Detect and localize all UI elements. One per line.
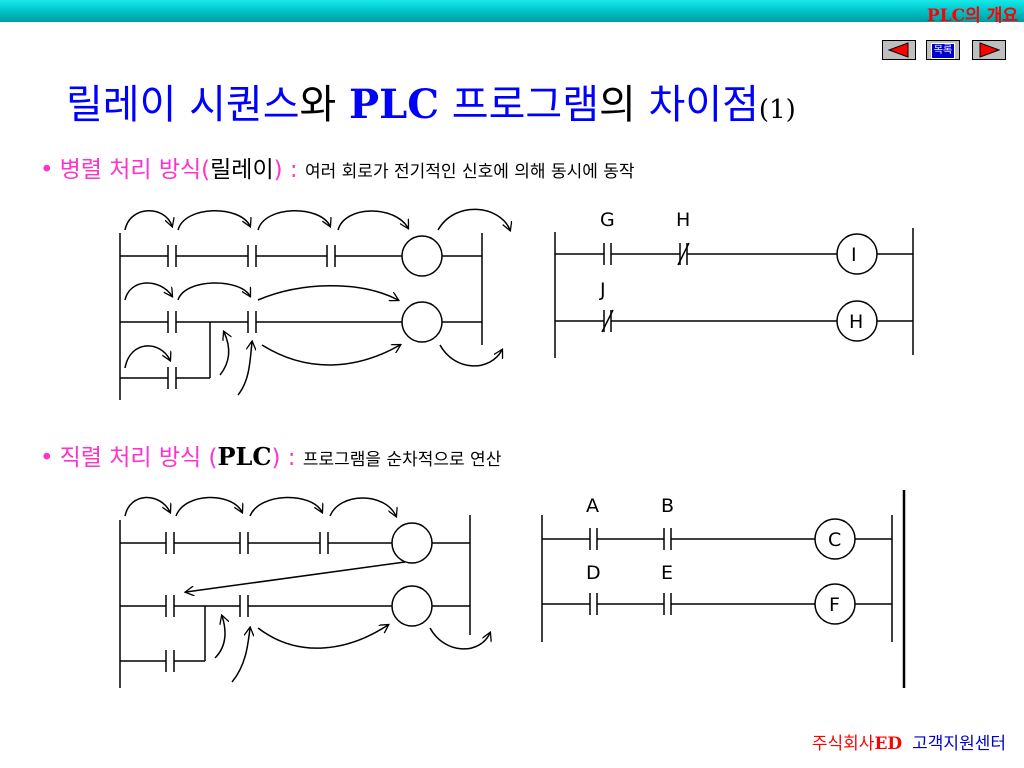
- contact-label-e: E: [661, 562, 673, 584]
- bullet-serial-desc: 프로그램을 순차적으로 연산: [302, 450, 502, 470]
- contact-label-j: J: [599, 279, 606, 301]
- coil-label-f: F: [829, 594, 840, 616]
- plc-ladder-1: [554, 228, 914, 358]
- contact-label-d: D: [586, 562, 601, 584]
- footer: 주식회사ED 고객지원센터: [812, 729, 1006, 754]
- coil-label-h: H: [849, 311, 863, 333]
- bullet-serial-lead: 직렬 처리 방식 (: [59, 445, 218, 471]
- slide-title: 릴레이 시퀀스와 PLC 프로그램의 차이점(1): [66, 72, 796, 130]
- footer-support-center: 고객지원센터: [912, 734, 1006, 754]
- footer-company: 주식회사: [811, 734, 875, 754]
- top-bar: PLC의 개요: [0, 0, 1024, 26]
- relay-sequence-diagram: [119, 208, 510, 400]
- triangle-right-icon: [979, 42, 1001, 58]
- title-part-plc: PLC: [349, 81, 440, 128]
- next-slide-button[interactable]: [972, 40, 1006, 60]
- bullet-parallel: •병렬 처리 방식(릴레이) : 여러 회로가 전기적인 신호에 의해 동시에 …: [40, 150, 635, 184]
- contact-label-b: B: [661, 495, 674, 517]
- title-part-of: 의: [599, 82, 649, 128]
- contact-label-a: A: [586, 495, 599, 517]
- bullet-dot: •: [40, 157, 54, 183]
- title-part-program: 프로그램: [439, 82, 599, 128]
- coil-label-c: C: [828, 529, 841, 551]
- prev-slide-button[interactable]: [882, 40, 916, 60]
- index-label: 목록: [930, 43, 956, 59]
- contact-label-h: H: [676, 209, 690, 231]
- title-part-and: 와: [299, 82, 350, 128]
- bullet-parallel-emph: 릴레이: [210, 157, 274, 183]
- section-label: PLC의 개요: [926, 6, 1018, 26]
- bullet-parallel-lead: 병렬 처리 방식(: [59, 157, 211, 183]
- footer-ed: ED: [874, 734, 903, 754]
- coil-label-i: I: [851, 244, 857, 266]
- plc-ladder-2: [541, 490, 906, 688]
- bullet-serial: •직렬 처리 방식 (PLC) : 프로그램을 순차적으로 연산: [40, 438, 501, 472]
- bullet-serial-emph: PLC: [217, 442, 272, 471]
- bullet-parallel-close: ) :: [273, 157, 305, 183]
- plc-sequence-diagram: [119, 496, 490, 688]
- triangle-left-icon: [887, 42, 909, 58]
- contact-label-g: G: [600, 209, 615, 231]
- title-part-diff: 차이점: [648, 82, 759, 128]
- index-button[interactable]: 목록: [926, 40, 960, 60]
- bullet-dot: •: [40, 445, 54, 471]
- title-part-relay: 릴레이 시퀀스: [66, 82, 300, 128]
- bullet-parallel-desc: 여러 회로가 전기적인 신호에 의해 동시에 동작: [304, 162, 635, 182]
- title-suffix: (1): [758, 95, 796, 125]
- bullet-serial-close: ) :: [271, 445, 303, 471]
